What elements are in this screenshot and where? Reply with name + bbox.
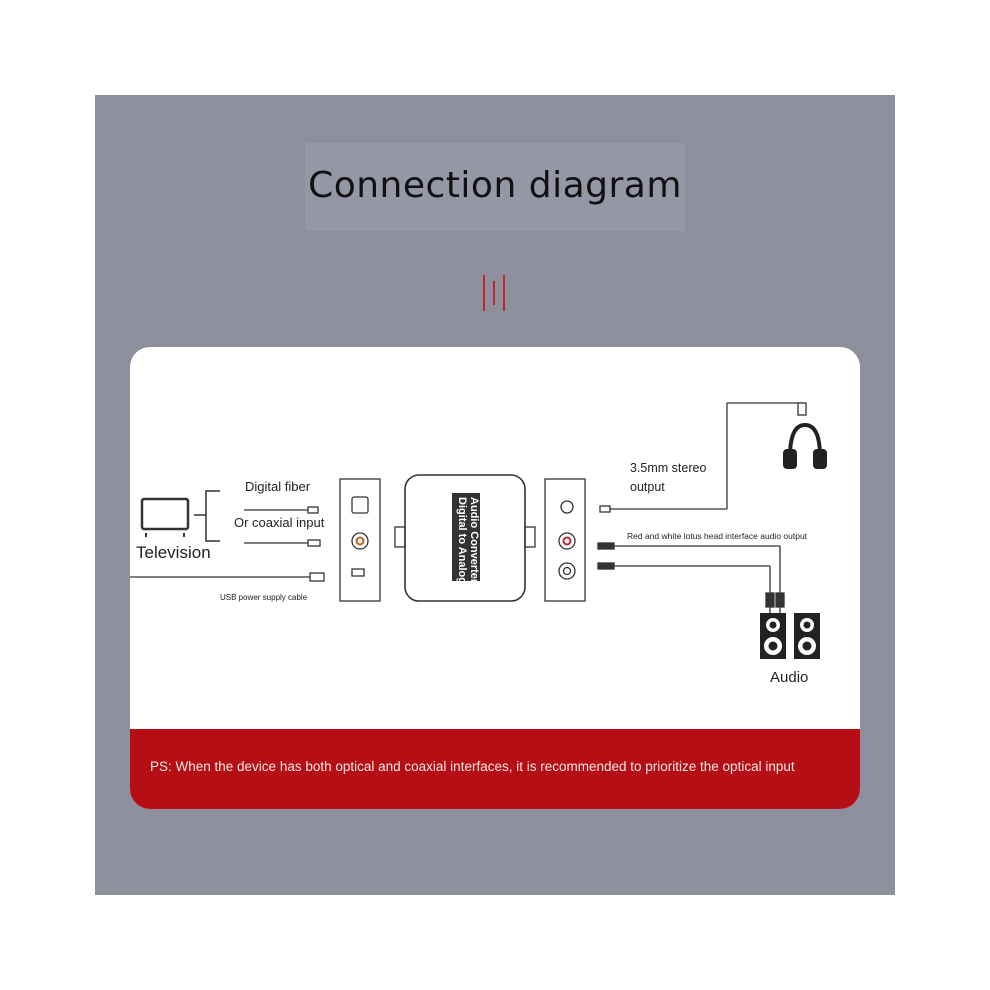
page-title: Connection diagram	[308, 165, 682, 206]
converter-device-icon	[394, 474, 536, 602]
headphones-icon	[783, 422, 827, 469]
divider-marks	[483, 275, 505, 311]
converter-label-line1: Digital to Analog	[456, 497, 468, 584]
note-text: PS: When the device has both optical and…	[150, 759, 795, 774]
converter-label-line2: Audio Converter	[468, 497, 480, 584]
diagram-panel: Connection diagram	[95, 95, 895, 895]
label-digital-fiber: Digital fiber	[245, 479, 311, 494]
note-band: PS: When the device has both optical and…	[130, 729, 860, 809]
title-band	[305, 143, 685, 231]
label-audio: Audio	[770, 669, 809, 686]
label-usb-cable: USB power supply cable	[220, 593, 308, 602]
speakers-icon	[760, 613, 820, 659]
label-television: Television	[136, 543, 211, 562]
connection-diagram: Digital to Analog Audio Converter	[130, 402, 827, 659]
diagram-card: Digital to Analog Audio Converter Televi…	[130, 347, 860, 809]
label-lotus-output: Red and white lotus head interface audio…	[627, 531, 808, 541]
television-icon	[140, 497, 190, 537]
label-coaxial-input: Or coaxial input	[234, 515, 325, 530]
label-stereo-output: 3.5mm stereo output	[630, 461, 707, 494]
